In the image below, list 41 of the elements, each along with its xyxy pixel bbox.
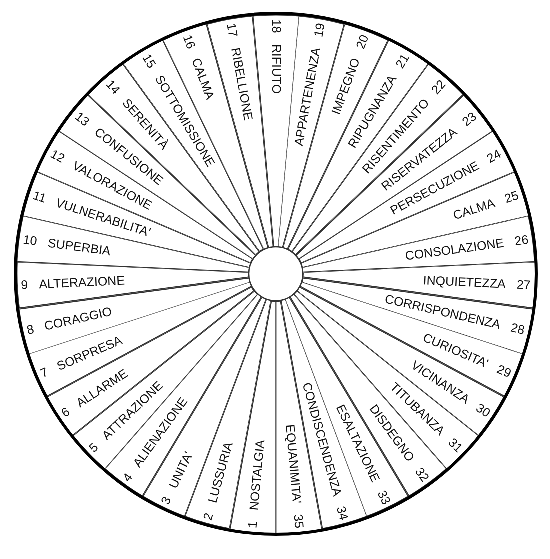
sector-number: 4 [120, 470, 136, 484]
sector-number: 8 [26, 322, 36, 338]
sector-number: 31 [446, 436, 466, 456]
sector-number: 14 [103, 77, 123, 97]
sector-label: RIFIUTO [269, 44, 283, 94]
sector-number: 15 [139, 52, 158, 71]
sector-label: SUPERBIA [47, 236, 112, 258]
sector-number: 26 [514, 232, 530, 248]
sector-number: 1 [246, 520, 261, 529]
sector-number: 24 [485, 147, 504, 166]
sector-number: 35 [290, 514, 306, 529]
sector-number: 20 [354, 32, 372, 51]
sector-number: 10 [22, 232, 38, 248]
sector-number: 23 [460, 110, 480, 130]
sector-number: 11 [31, 188, 48, 206]
sector-label: ALTERAZIONE [38, 274, 126, 292]
sector-number: 30 [473, 401, 493, 420]
sector-number: 22 [429, 77, 449, 97]
sector-label: EQUANIMITA' [282, 424, 304, 504]
sector-number: 18 [269, 18, 283, 33]
sector-number: 16 [180, 32, 198, 51]
sector-number: 19 [312, 22, 328, 38]
sector-number: 17 [224, 22, 240, 38]
sector-number: 29 [495, 362, 514, 381]
sector-number: 5 [86, 440, 102, 456]
sector-number: 3 [159, 494, 175, 507]
sector-number: 28 [510, 320, 526, 338]
sector-label: NOSTALGIA [248, 439, 268, 511]
sector-number: 34 [334, 504, 350, 522]
sector-number: 12 [48, 147, 67, 166]
sector-number: 25 [503, 188, 521, 206]
sector-number: 9 [20, 278, 28, 292]
sector-number: 33 [374, 488, 393, 507]
sector-number: 2 [202, 511, 217, 522]
sector-number: 7 [38, 365, 51, 381]
sector-number: 27 [516, 278, 532, 292]
sector-number: 6 [59, 404, 73, 420]
sector-number: 13 [72, 110, 92, 130]
sector-number: 32 [412, 465, 432, 484]
sector-number: 21 [394, 52, 413, 71]
sector-label: INQUIETEZZA [422, 274, 506, 292]
